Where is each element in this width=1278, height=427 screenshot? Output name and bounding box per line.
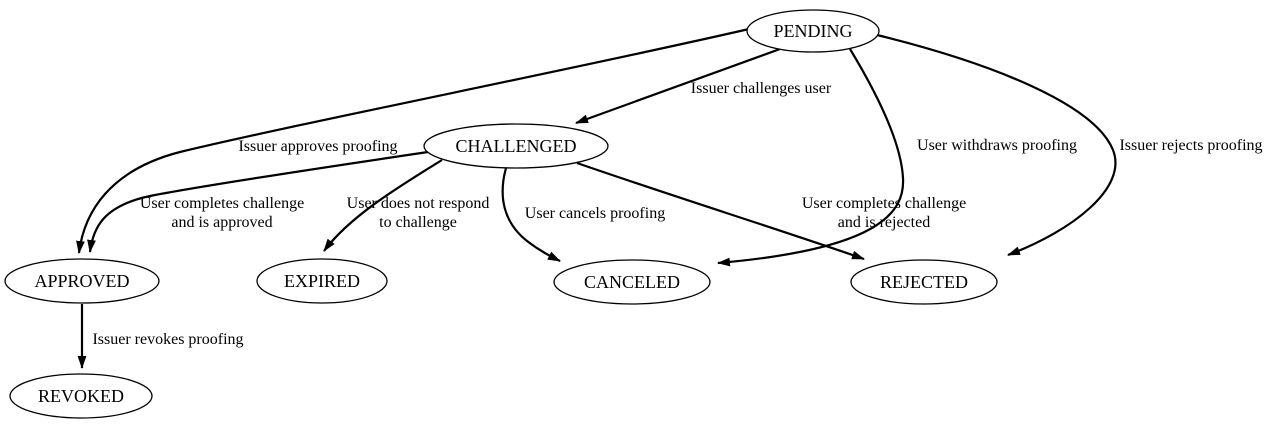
nodes: PENDING CHALLENGED APPROVED EXPIRED CANC… <box>4 9 998 419</box>
edge-pending-approved <box>76 27 750 254</box>
node-expired: EXPIRED <box>256 258 388 304</box>
node-label-revoked: REVOKED <box>38 386 124 406</box>
node-canceled: CANCELED <box>553 259 711 305</box>
edge-label-line: and is approved <box>171 214 272 231</box>
edge-label-line: User completes challenge <box>802 195 966 212</box>
edge-label-user-cancels-proofing: User cancels proofing <box>525 205 665 222</box>
node-label-pending: PENDING <box>774 21 853 41</box>
edge-label-line: User does not respond <box>347 195 490 212</box>
edge-label-line: User completes challenge <box>140 195 304 212</box>
edge-label-line: and is rejected <box>838 214 930 231</box>
edge-challenged-approved <box>87 150 429 253</box>
edge-label-issuer-challenges-user: Issuer challenges user <box>691 80 832 97</box>
edge-label-issuer-rejects-proofing: Issuer rejects proofing <box>1119 137 1262 154</box>
node-ellipse-challenged <box>423 123 609 169</box>
edge-pending-challenged <box>575 47 781 125</box>
edge-label-issuer-revokes-proofing: Issuer revokes proofing <box>92 331 243 348</box>
edge-pending-rejected <box>876 33 1117 257</box>
node-label-rejected: REJECTED <box>880 272 968 292</box>
edge-challenged-expired <box>323 159 443 252</box>
edge-label-user-does-not-respond: User does not respond to challenge <box>347 195 490 231</box>
edge-challenged-rejected <box>576 161 865 261</box>
node-revoked: REVOKED <box>9 373 153 419</box>
node-ellipse-revoked <box>9 373 153 419</box>
edge-label-line: to challenge <box>379 214 457 231</box>
node-challenged: CHALLENGED <box>423 123 609 169</box>
node-label-approved: APPROVED <box>34 271 129 291</box>
edge-pending-canceled <box>717 48 905 267</box>
edge-label-user-completes-approved: User completes challenge and is approved <box>140 195 304 231</box>
edge-labels: Issuer challenges user Issuer approves p… <box>92 80 1262 348</box>
edges <box>76 27 1117 369</box>
node-label-challenged: CHALLENGED <box>456 136 577 156</box>
node-label-expired: EXPIRED <box>284 271 360 291</box>
node-rejected: REJECTED <box>850 259 998 305</box>
node-approved: APPROVED <box>4 258 160 304</box>
node-pending: PENDING <box>746 9 880 53</box>
edge-label-user-completes-rejected: User completes challenge and is rejected <box>802 195 966 231</box>
node-ellipse-rejected <box>850 259 998 305</box>
node-ellipse-expired <box>256 258 388 304</box>
node-label-canceled: CANCELED <box>584 272 680 292</box>
edge-label-user-withdraws-proofing: User withdraws proofing <box>917 137 1077 154</box>
node-ellipse-approved <box>4 258 160 304</box>
edge-label-issuer-approves-proofing: Issuer approves proofing <box>238 138 397 155</box>
node-ellipse-pending <box>746 9 880 53</box>
node-ellipse-canceled <box>553 259 711 305</box>
edge-challenged-canceled <box>501 167 561 262</box>
